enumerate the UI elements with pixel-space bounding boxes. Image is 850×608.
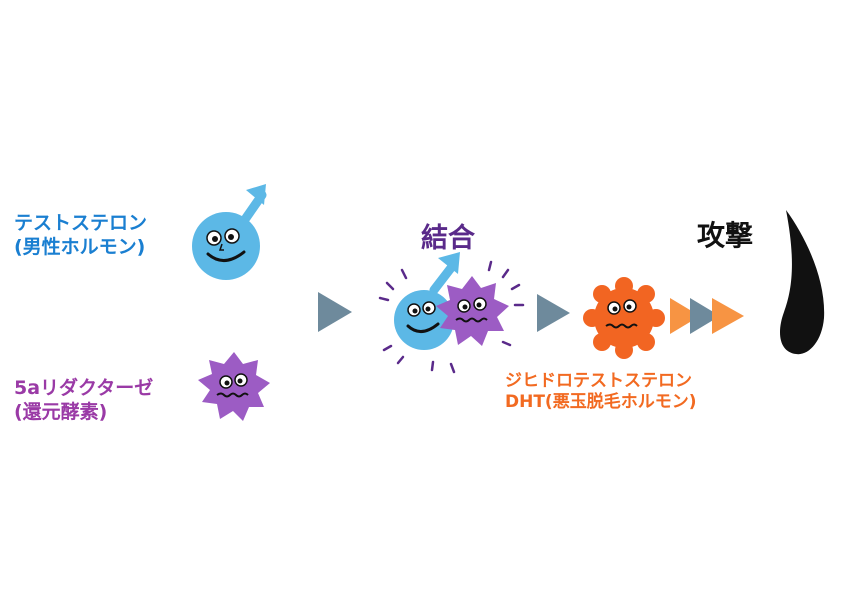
dht-label-line2: DHT(悪玉脱毛ホルモン) bbox=[505, 392, 697, 413]
dht-label-line1: ジヒドロテストステロン bbox=[505, 371, 692, 391]
bound-complex-icon bbox=[378, 252, 525, 374]
reductase-label: 5aリダクターゼ (還元酵素) bbox=[14, 377, 153, 425]
triple-arrow-icon bbox=[670, 298, 744, 334]
testosterone-label-line2: (男性ホルモン) bbox=[14, 235, 146, 258]
binding-label: 結合 bbox=[421, 223, 475, 254]
dht-label: ジヒドロテストステロン DHT(悪玉脱毛ホルモン) bbox=[505, 371, 696, 414]
attack-label: 攻撃 bbox=[697, 219, 754, 252]
testosterone-label-line1: テストステロン bbox=[14, 212, 148, 234]
hair-strand-icon bbox=[780, 210, 825, 355]
arrow-right-icon bbox=[318, 292, 352, 332]
reductase-label-line1: 5aリダクターゼ bbox=[14, 377, 154, 399]
reductase-enzyme-icon bbox=[198, 352, 270, 421]
dht-molecule-icon bbox=[583, 277, 665, 359]
testosterone-label: テストステロン (男性ホルモン) bbox=[14, 212, 147, 260]
arrow-right-icon bbox=[537, 294, 570, 332]
reductase-label-line2: (還元酵素) bbox=[14, 400, 108, 423]
testosterone-male-icon bbox=[192, 184, 267, 280]
